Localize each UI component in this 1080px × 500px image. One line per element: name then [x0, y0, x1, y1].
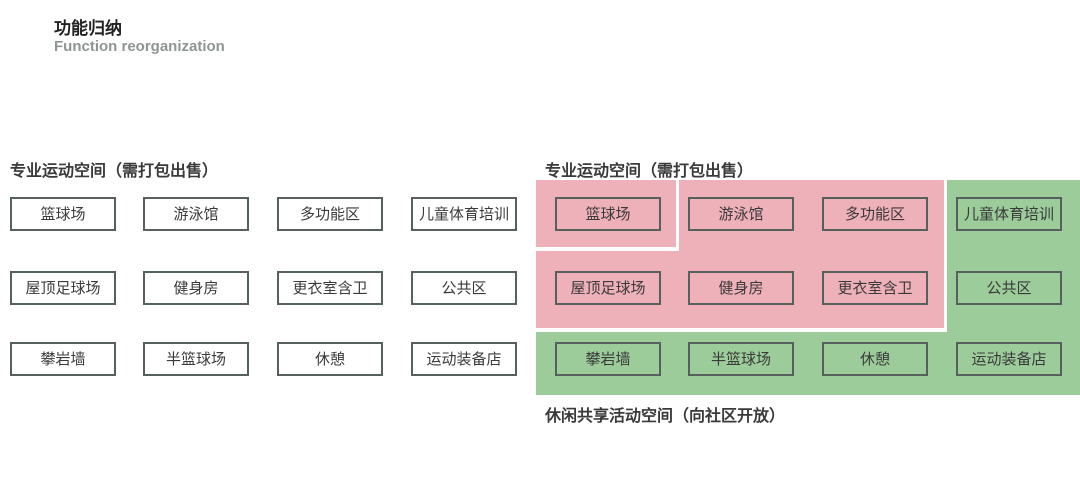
left-box-public-area: 公共区 — [411, 271, 517, 305]
right-box-climbing-wall: 攀岩墙 — [555, 342, 661, 376]
left-panel-label: 专业运动空间（需打包出售） — [10, 161, 219, 180]
right-box-rooftop-football: 屋顶足球场 — [555, 271, 661, 305]
page-title: 功能归纳 — [54, 19, 122, 39]
left-box-swimming-pool: 游泳馆 — [143, 197, 249, 231]
right-box-gym: 健身房 — [688, 271, 794, 305]
right-box-multifunction-area: 多功能区 — [822, 197, 928, 231]
left-box-climbing-wall: 攀岩墙 — [10, 342, 116, 376]
left-box-rest-area: 休憩 — [277, 342, 383, 376]
left-box-multifunction-area: 多功能区 — [277, 197, 383, 231]
right-box-public-area: 公共区 — [956, 271, 1062, 305]
right-box-rest-area: 休憩 — [822, 342, 928, 376]
left-box-basketball-court: 篮球场 — [10, 197, 116, 231]
page-subtitle: Function reorganization — [54, 38, 225, 55]
right-panel-bottom-label: 休闲共享活动空间（向社区开放） — [545, 406, 786, 425]
right-box-locker-room: 更衣室含卫 — [822, 271, 928, 305]
left-box-gym: 健身房 — [143, 271, 249, 305]
right-panel-top-label: 专业运动空间（需打包出售） — [545, 161, 754, 180]
left-box-sports-gear-shop: 运动装备店 — [411, 342, 517, 376]
left-box-children-sports-training: 儿童体育培训 — [411, 197, 517, 231]
right-box-half-court: 半篮球场 — [688, 342, 794, 376]
right-box-children-sports-training: 儿童体育培训 — [956, 197, 1062, 231]
right-box-basketball-court: 篮球场 — [555, 197, 661, 231]
zone-gap-vertical — [676, 180, 679, 247]
left-box-rooftop-football: 屋顶足球场 — [10, 271, 116, 305]
professional-zone-lower — [536, 251, 944, 328]
left-box-locker-room: 更衣室含卫 — [277, 271, 383, 305]
zone-gap-horizontal — [536, 247, 679, 251]
zone-gap-bottom — [536, 328, 947, 332]
right-box-swimming-pool: 游泳馆 — [688, 197, 794, 231]
left-box-half-court: 半篮球场 — [143, 342, 249, 376]
professional-zone-basketball — [536, 180, 676, 247]
right-box-sports-gear-shop: 运动装备店 — [956, 342, 1062, 376]
zone-gap-right — [944, 180, 947, 328]
